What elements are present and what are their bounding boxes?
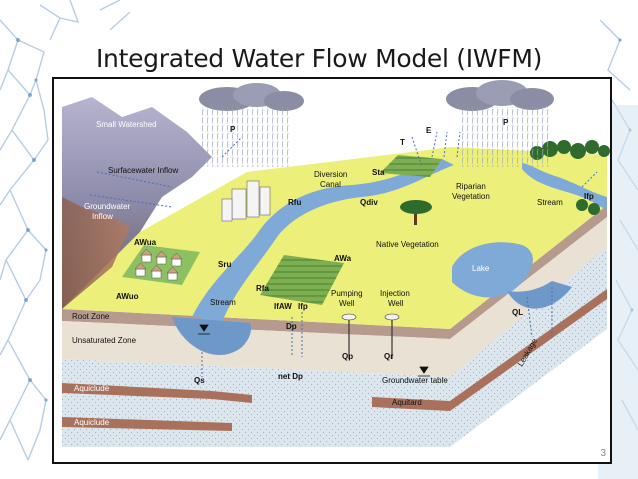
label-root-zone: Root Zone bbox=[72, 312, 110, 321]
symbol-q-l: QL bbox=[512, 308, 523, 317]
pumping-well-icon bbox=[341, 313, 357, 359]
label-riparian-1: Riparian bbox=[456, 182, 486, 191]
symbol-r-fu: Rfu bbox=[288, 198, 301, 207]
symbol-e: E bbox=[426, 126, 432, 135]
aquitard-layer bbox=[372, 397, 450, 411]
label-diversion-canal-2: Canal bbox=[320, 180, 341, 189]
label-pumping-1: Pumping bbox=[331, 289, 363, 298]
symbol-d-p: Dp bbox=[286, 322, 297, 331]
label-stream-right: Stream bbox=[537, 198, 563, 207]
cloud-right-icon bbox=[446, 80, 554, 111]
label-unsaturated-zone: Unsaturated Zone bbox=[72, 336, 137, 345]
label-small-watershed: Small Watershed bbox=[96, 120, 157, 129]
label-injection-2: Well bbox=[388, 299, 404, 308]
symbol-i-fp: Ifp bbox=[584, 192, 594, 201]
symbol-t: T bbox=[400, 138, 405, 147]
lake-cross-section bbox=[507, 281, 572, 309]
symbol-q-r: Qr bbox=[384, 352, 393, 361]
cloud-left-icon bbox=[199, 83, 304, 111]
symbol-s-ta: Sta bbox=[372, 168, 385, 177]
symbol-q-div: Qdiv bbox=[360, 198, 378, 207]
right-face-aquitard bbox=[450, 289, 607, 411]
unsaturated-zone-band bbox=[62, 321, 450, 377]
stream-right-channel bbox=[522, 163, 607, 209]
page-number: 3 bbox=[600, 448, 606, 459]
injection-well-icon bbox=[384, 313, 400, 359]
symbol-p-left: P bbox=[230, 125, 236, 134]
label-diversion-canal-1: Diversion bbox=[314, 170, 347, 179]
label-native-vegetation: Native Vegetation bbox=[376, 240, 439, 249]
mountain-cliff-face bbox=[62, 197, 130, 309]
native-tree-icon bbox=[400, 200, 432, 225]
label-surfacewater-inflow: Surfacewater Inflow bbox=[108, 166, 178, 175]
houses bbox=[134, 248, 183, 281]
label-aquiclude-2: Aquiclude bbox=[74, 418, 110, 427]
symbol-q-p: Qp bbox=[342, 352, 353, 361]
symbol-s-ru: Sru bbox=[218, 260, 231, 269]
label-injection-1: Injection bbox=[380, 289, 410, 298]
flow-arrows bbox=[89, 131, 598, 377]
symbol-i-fp-mid: Ifp bbox=[298, 302, 308, 311]
slide-title: Integrated Water Flow Model (IWFM) bbox=[95, 44, 543, 73]
root-zone-band bbox=[62, 309, 450, 339]
label-pumping-2: Well bbox=[339, 299, 355, 308]
city-buildings bbox=[221, 180, 271, 222]
symbol-aw-uo: AWuo bbox=[116, 292, 139, 301]
symbol-i-faw: IfAW bbox=[274, 302, 292, 311]
lake bbox=[452, 242, 533, 298]
aquiclude-layer-1 bbox=[62, 383, 252, 403]
symbol-aw-a: AWa bbox=[334, 254, 352, 263]
label-groundwater-table: Groundwater table bbox=[382, 376, 448, 385]
label-aquitard: Aquitard bbox=[392, 398, 422, 407]
rain-left bbox=[202, 107, 292, 167]
label-lake: Lake bbox=[472, 264, 490, 273]
label-riparian-2: Vegetation bbox=[452, 192, 490, 201]
iwfm-block-diagram: Small Watershed Surfacewater Inflow Grou… bbox=[62, 80, 610, 447]
label-stream-left: Stream bbox=[210, 298, 236, 307]
aquiclude-layer-2 bbox=[62, 417, 232, 431]
symbol-r-fa: Rfa bbox=[256, 284, 269, 293]
stream-cross-section bbox=[172, 317, 252, 356]
label-groundwater-inflow-1: Groundwater bbox=[84, 202, 131, 211]
symbol-q-s: Qs bbox=[194, 376, 205, 385]
symbol-p-right: P bbox=[503, 118, 509, 127]
symbol-aw-ua: AWua bbox=[134, 238, 157, 247]
symbol-net-dp: net Dp bbox=[278, 372, 303, 381]
rain-right bbox=[462, 107, 552, 167]
label-groundwater-inflow-2: Inflow bbox=[92, 212, 113, 221]
farm-field-upper bbox=[380, 155, 442, 177]
label-aquiclude-1: Aquiclude bbox=[74, 384, 110, 393]
farm-field-center bbox=[260, 255, 344, 305]
water-table-icon bbox=[198, 324, 430, 377]
